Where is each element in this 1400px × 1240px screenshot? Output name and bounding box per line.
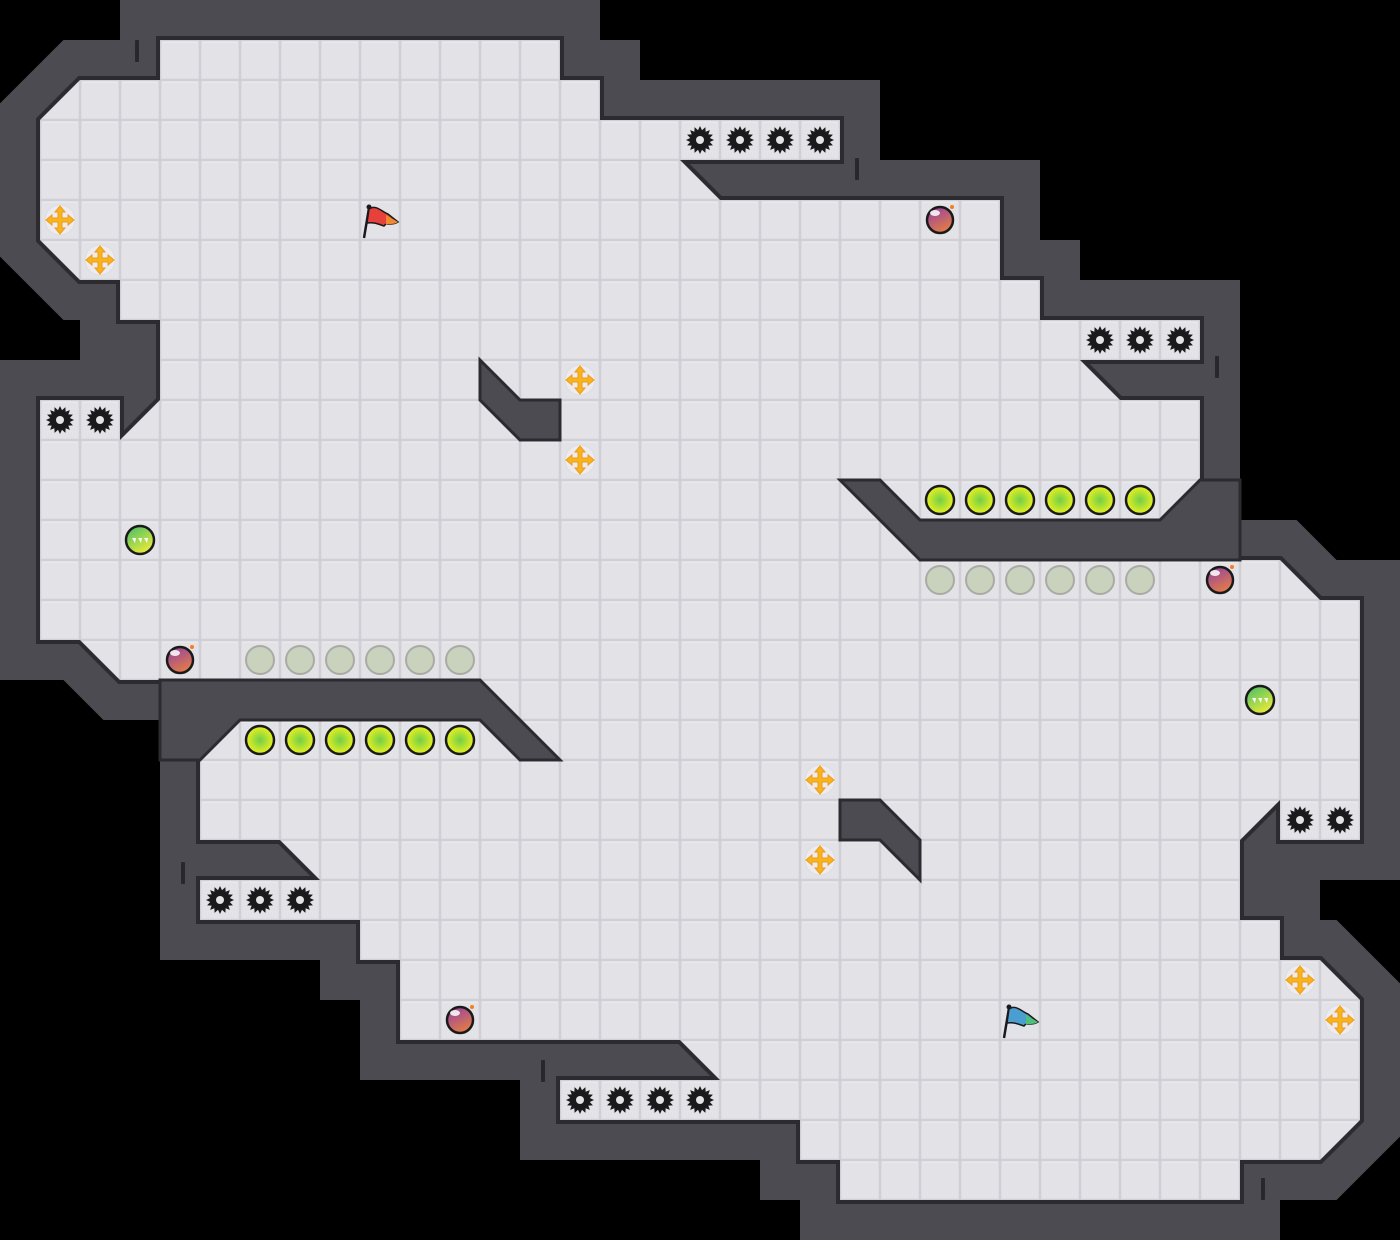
spike-icon	[646, 1086, 674, 1114]
gate-button-inactive	[1085, 565, 1115, 595]
spike-icon	[606, 1086, 634, 1114]
spike-icon	[766, 126, 794, 154]
gate-button-active	[404, 724, 436, 756]
powerup-icon	[124, 524, 156, 556]
spike-icon	[1166, 326, 1194, 354]
boost-icon	[44, 204, 76, 236]
gate-button-active	[244, 724, 276, 756]
gate-button-inactive	[365, 645, 395, 675]
gate-button-inactive	[1125, 565, 1155, 595]
boost-icon	[804, 844, 836, 876]
bomb-icon	[925, 205, 955, 235]
gate-button-inactive	[405, 645, 435, 675]
gate-button-active	[324, 724, 356, 756]
gate-button-active	[444, 724, 476, 756]
bomb-icon	[1205, 565, 1235, 595]
gate-button-inactive	[1045, 565, 1075, 595]
inner-wall	[838, 798, 922, 884]
boost-icon	[1324, 1004, 1356, 1036]
gate-button-inactive	[965, 565, 995, 595]
gate-button-inactive	[445, 645, 475, 675]
spike-icon	[286, 886, 314, 914]
gate-button-active	[1124, 484, 1156, 516]
wall-marker	[1215, 356, 1219, 378]
spike-icon	[46, 406, 74, 434]
blue-flag-icon	[1002, 1004, 1040, 1039]
spike-icon	[246, 886, 274, 914]
gate-button-active	[924, 484, 956, 516]
spike-icon	[1126, 326, 1154, 354]
wall-marker	[541, 1060, 545, 1082]
red-flag-icon	[362, 204, 400, 239]
gate-button-inactive	[1005, 565, 1035, 595]
spike-icon	[86, 406, 114, 434]
inner-wall	[836, 478, 1242, 562]
boost-icon	[564, 364, 596, 396]
wall-marker	[855, 158, 859, 180]
spike-icon	[686, 1086, 714, 1114]
inner-wall	[478, 356, 562, 442]
inner-wall	[158, 678, 564, 762]
wall-marker	[181, 862, 185, 884]
gate-button-active	[284, 724, 316, 756]
gate-button-inactive	[245, 645, 275, 675]
wall-marker	[1261, 1178, 1265, 1200]
spike-icon	[1086, 326, 1114, 354]
gate-button-active	[1084, 484, 1116, 516]
entities-layer	[44, 126, 1356, 1114]
bomb-icon	[165, 645, 195, 675]
spike-icon	[686, 126, 714, 154]
spike-icon	[1326, 806, 1354, 834]
spike-icon	[726, 126, 754, 154]
spike-icon	[566, 1086, 594, 1114]
boost-icon	[1284, 964, 1316, 996]
gate-button-inactive	[285, 645, 315, 675]
gate-button-active	[364, 724, 396, 756]
spike-icon	[806, 126, 834, 154]
wall-marker	[135, 40, 139, 62]
powerup-icon	[1244, 684, 1276, 716]
boost-icon	[804, 764, 836, 796]
gate-button-inactive	[325, 645, 355, 675]
spike-icon	[1286, 806, 1314, 834]
gate-button-active	[1004, 484, 1036, 516]
floor	[40, 40, 1360, 1200]
gate-button-active	[1044, 484, 1076, 516]
gate-button-active	[964, 484, 996, 516]
bomb-icon	[445, 1005, 475, 1035]
boost-icon	[564, 444, 596, 476]
spike-icon	[206, 886, 234, 914]
boost-icon	[84, 244, 116, 276]
gate-button-inactive	[925, 565, 955, 595]
